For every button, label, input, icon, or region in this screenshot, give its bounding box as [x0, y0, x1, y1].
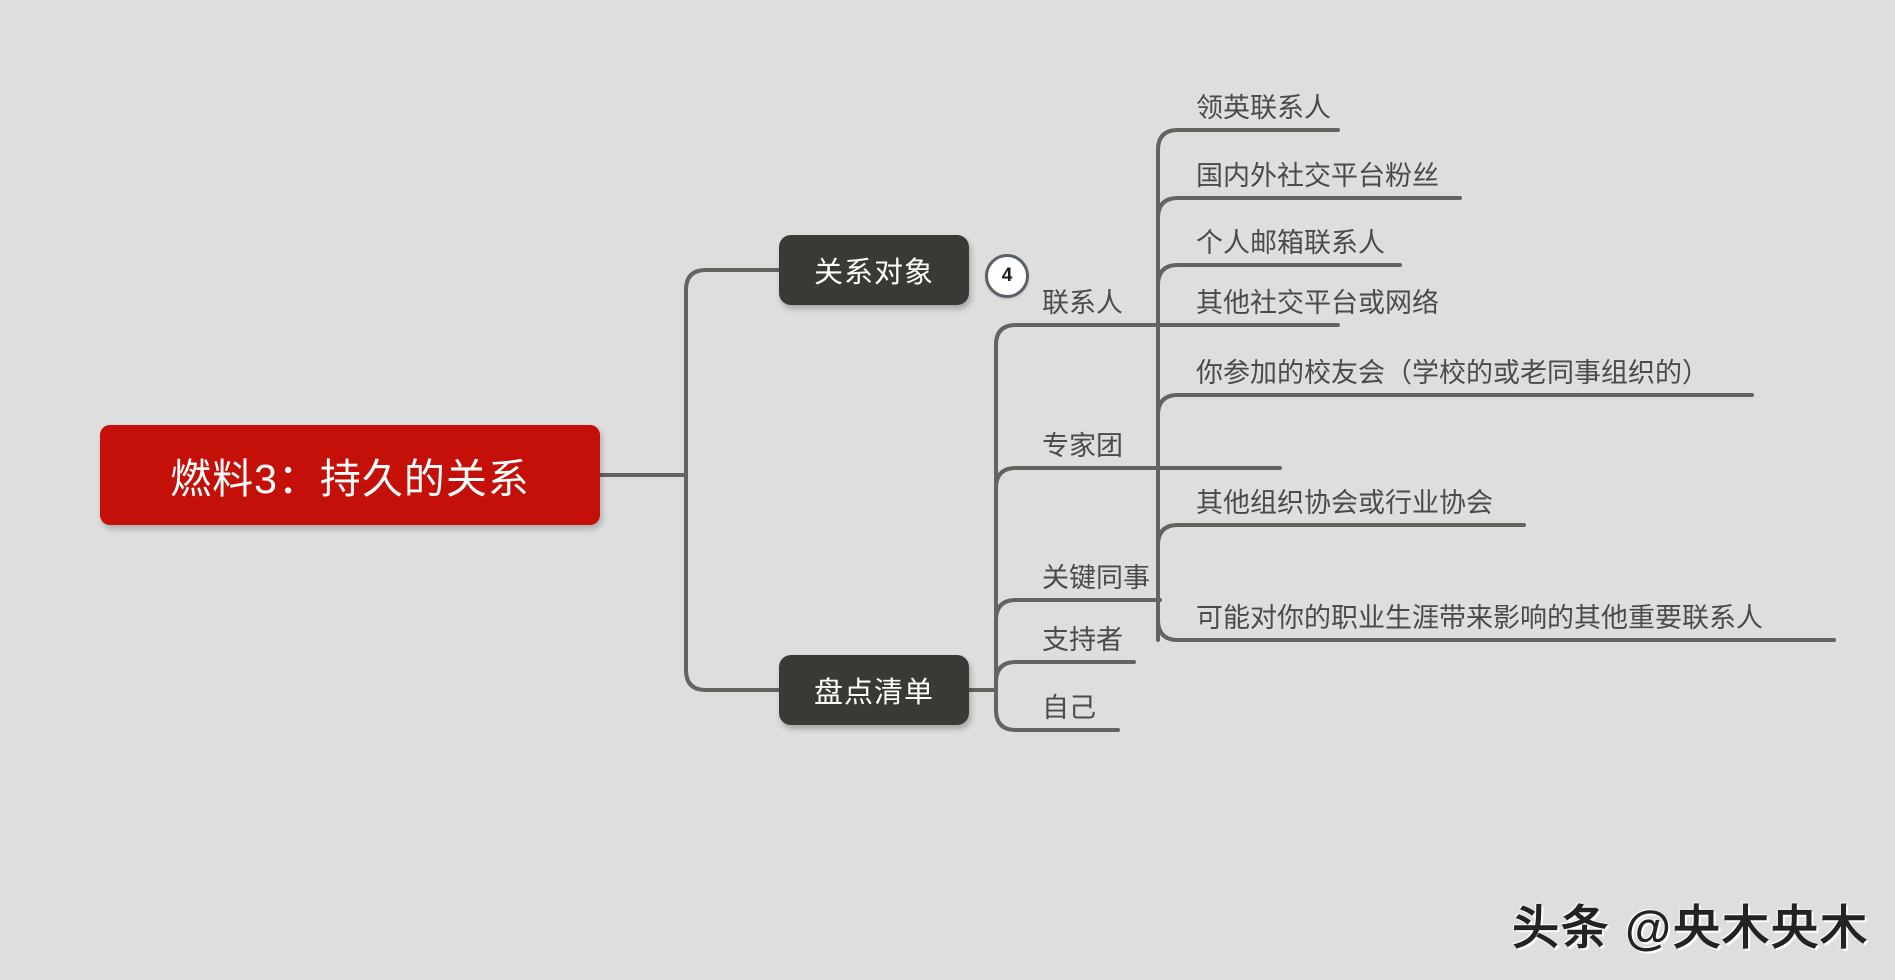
leaf-node-label: 国内外社交平台粉丝 — [1196, 161, 1439, 191]
branch-node-inventory-list[interactable]: 盘点清单 — [779, 655, 969, 725]
mid-node-label: 专家团 — [1042, 431, 1123, 461]
leaf-node-label: 其他组织协会或行业协会 — [1196, 488, 1493, 518]
mid-node-key-colleagues[interactable]: 关键同事 — [1042, 565, 1150, 602]
wire-to-social-platform-followers — [1156, 196, 1462, 220]
wire-to-relationship-target — [684, 268, 781, 292]
leaf-node-other-key-contacts[interactable]: 可能对你的职业生涯带来影响的其他重要联系人 — [1196, 605, 1763, 642]
wire-to-key-colleagues — [994, 598, 1162, 622]
leaf-node-label: 个人邮箱联系人 — [1196, 228, 1385, 258]
mid-node-supporters[interactable]: 支持者 — [1042, 627, 1123, 664]
mid-node-label: 联系人 — [1042, 288, 1123, 318]
mid-node-contacts[interactable]: 联系人 — [1042, 290, 1123, 327]
leaf-node-other-associations[interactable]: 其他组织协会或行业协会 — [1196, 490, 1493, 527]
leaf-node-linkedin-contacts[interactable]: 领英联系人 — [1196, 95, 1331, 132]
leaf-node-social-platform-followers[interactable]: 国内外社交平台粉丝 — [1196, 163, 1439, 200]
mid-node-label: 支持者 — [1042, 625, 1123, 655]
wire-to-alumni-association — [1156, 393, 1754, 417]
mid-node-expert-group[interactable]: 专家团 — [1042, 433, 1123, 470]
wire-to-linkedin-contacts — [1156, 128, 1340, 152]
branch-node-label: 盘点清单 — [813, 677, 934, 709]
leaf-node-label: 你参加的校友会（学校的或老同事组织的） — [1196, 358, 1709, 388]
wire-to-personal-email-contacts — [1156, 263, 1402, 287]
leaf-node-alumni-association[interactable]: 你参加的校友会（学校的或老同事组织的） — [1196, 360, 1709, 397]
leaf-node-personal-email-contacts[interactable]: 个人邮箱联系人 — [1196, 230, 1385, 267]
leaf-node-label: 其他社交平台或网络 — [1196, 288, 1439, 318]
branch-node-label: 关系对象 — [813, 257, 934, 289]
root-node-label: 燃料3：持久的关系 — [170, 456, 530, 502]
leaf-node-other-social-networks[interactable]: 其他社交平台或网络 — [1196, 290, 1439, 327]
root-node[interactable]: 燃料3：持久的关系 — [100, 425, 600, 525]
mid-node-self[interactable]: 自己 — [1042, 695, 1096, 732]
wire-to-inventory-list — [684, 668, 781, 692]
wire-to-expert-group — [994, 466, 1160, 490]
count-badge-relationship-target[interactable]: 4 — [985, 254, 1029, 298]
leaf-node-label: 可能对你的职业生涯带来影响的其他重要联系人 — [1196, 603, 1763, 633]
watermark: 头条 @央木央木 — [1512, 901, 1869, 954]
wire-to-other-associations — [1156, 523, 1526, 547]
mid-node-label: 自己 — [1042, 693, 1096, 723]
count-badge-value: 4 — [1001, 265, 1013, 286]
wire-to-supporters — [994, 660, 1136, 684]
wire-to-contacts — [994, 323, 1160, 347]
leaf-node-label: 领英联系人 — [1196, 93, 1331, 123]
branch-node-relationship-target[interactable]: 关系对象 — [779, 235, 969, 305]
mid-node-label: 关键同事 — [1042, 563, 1150, 593]
